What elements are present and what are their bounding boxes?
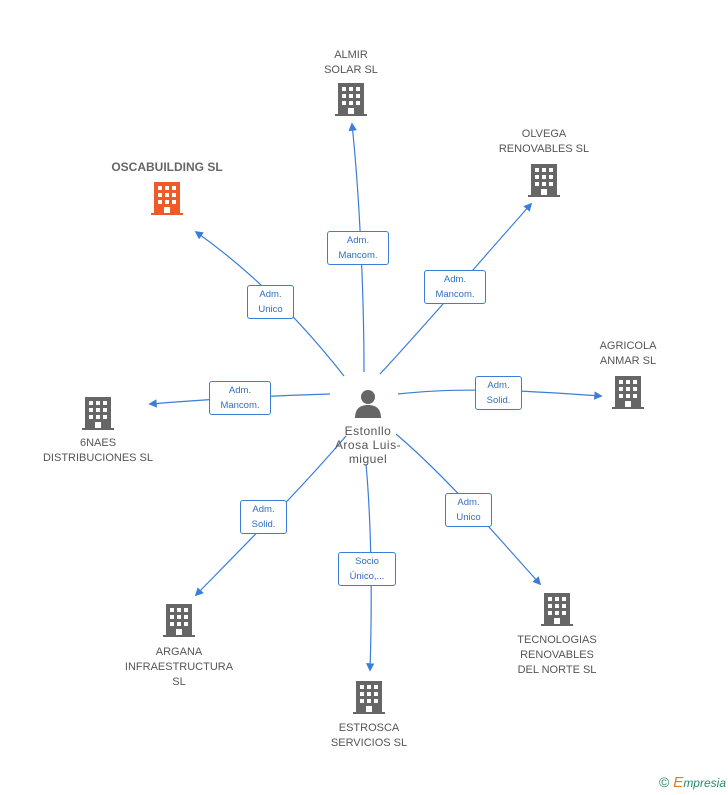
node-almir-label: ALMIR SOLAR SL <box>324 49 378 76</box>
building-icon <box>528 164 560 197</box>
copyright-icon: © <box>658 774 670 790</box>
node-oscabuilding[interactable]: OSCABUILDING SL <box>102 160 232 217</box>
center-person[interactable]: Estonllo Arosa Luis- miguel <box>324 388 412 466</box>
building-icon <box>335 83 367 116</box>
person-icon <box>355 390 381 418</box>
node-tecnologias[interactable]: TECNOLOGIAS RENOVABLES DEL NORTE SL <box>501 592 613 678</box>
edge-label-oscabuilding[interactable]: Adm. Unico <box>247 285 294 319</box>
building-icon <box>541 593 573 626</box>
empresia-brand[interactable]: ©Empresia <box>659 774 726 791</box>
edge-label-tecnologias[interactable]: Adm. Unico <box>445 493 492 527</box>
building-icon <box>82 397 114 430</box>
node-olvega-label: OLVEGA RENOVABLES SL <box>498 128 590 155</box>
building-icon <box>163 604 195 637</box>
building-icon <box>353 681 385 714</box>
node-agricola-label: AGRICOLA ANMAR SL <box>599 340 657 367</box>
brand-name: mpresia <box>683 776 726 790</box>
node-argana[interactable]: ARGANA INFRAESTRUCTURA SL <box>119 603 239 690</box>
center-person-label: Estonllo Arosa Luis- miguel <box>334 424 402 466</box>
node-estrosca[interactable]: ESTROSCA SERVICIOS SL <box>319 680 419 751</box>
node-argana-label: ARGANA INFRAESTRUCTURA SL <box>124 646 234 688</box>
building-icon <box>612 376 644 409</box>
node-oscabuilding-label: OSCABUILDING SL <box>111 160 223 174</box>
edge-label-almir[interactable]: Adm. Mancom. <box>327 231 389 265</box>
node-almir[interactable]: ALMIR SOLAR SL <box>311 48 391 118</box>
node-agricola[interactable]: AGRICOLA ANMAR SL <box>588 339 668 411</box>
node-6naes-label: 6NAES DISTRIBUCIONES SL <box>42 437 154 464</box>
node-olvega[interactable]: OLVEGA RENOVABLES SL <box>488 127 600 199</box>
node-6naes[interactable]: 6NAES DISTRIBUCIONES SL <box>38 396 158 466</box>
node-tecnologias-label: TECNOLOGIAS RENOVABLES DEL NORTE SL <box>517 634 597 676</box>
brand-e-letter: E <box>673 774 684 791</box>
edge-label-olvega[interactable]: Adm. Mancom. <box>424 270 486 304</box>
building-icon <box>151 182 183 215</box>
edge-label-argana[interactable]: Adm. Solid. <box>240 500 287 534</box>
edge-label-agricola[interactable]: Adm. Solid. <box>475 376 522 410</box>
node-estrosca-label: ESTROSCA SERVICIOS SL <box>330 722 408 749</box>
edge-label-estrosca[interactable]: Socio Único,... <box>338 552 396 586</box>
edge-label-6naes[interactable]: Adm. Mancom. <box>209 381 271 415</box>
